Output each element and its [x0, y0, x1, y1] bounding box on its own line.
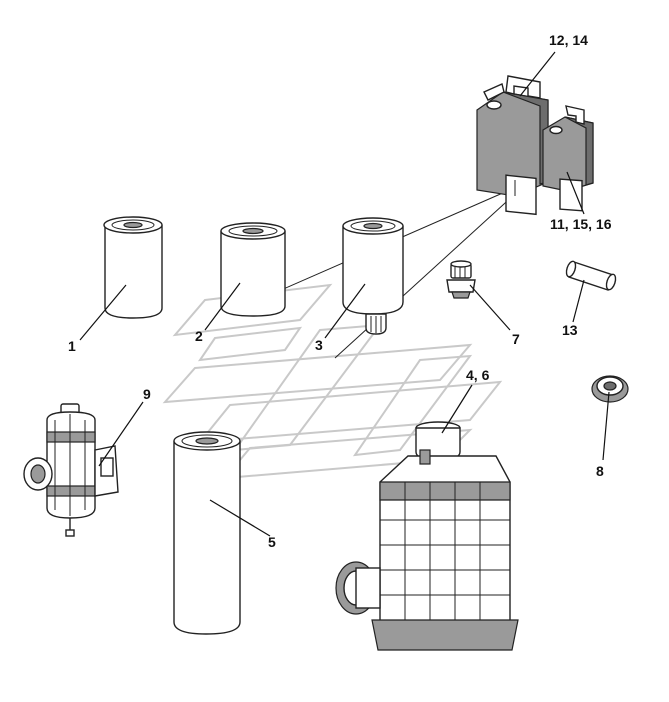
leader-11: [566, 171, 585, 215]
leader-7: [469, 284, 511, 331]
oil-can-small-11: [542, 105, 594, 212]
callout-4-6: 4, 6: [466, 367, 490, 383]
callout-13: 13: [562, 322, 578, 338]
callout-2: 2: [195, 328, 203, 344]
leader-13: [572, 279, 585, 323]
callout-1: 1: [68, 338, 76, 354]
sensor-plug-7: [446, 260, 476, 299]
callout-11-15-16: 11, 15, 16: [550, 216, 612, 232]
callout-12-14: 12, 14: [549, 32, 588, 48]
leader-5: [209, 499, 271, 537]
leader-1: [79, 284, 127, 341]
cap-nut-8: [591, 375, 629, 403]
filter-cartridge-1: [103, 216, 163, 319]
callout-5: 5: [268, 534, 276, 550]
long-filter-5: [173, 431, 241, 635]
air-filter-housing-4: [335, 421, 519, 651]
pin-13: [565, 260, 617, 291]
leader-2: [204, 282, 241, 331]
oil-can-large-12: [476, 75, 549, 216]
leader-8: [602, 391, 610, 461]
callout-9: 9: [143, 386, 151, 402]
leader-3: [324, 283, 366, 339]
leader-4: [441, 384, 473, 434]
leader-9: [98, 401, 144, 467]
leader-lines: [79, 51, 610, 537]
fuel-filter-3: [342, 217, 404, 335]
leader-12: [519, 51, 556, 97]
callout-7: 7: [512, 331, 520, 347]
callout-8: 8: [596, 463, 604, 479]
callout-3: 3: [315, 337, 323, 353]
water-separator-9: [23, 403, 119, 537]
filter-cartridge-2: [220, 222, 286, 317]
